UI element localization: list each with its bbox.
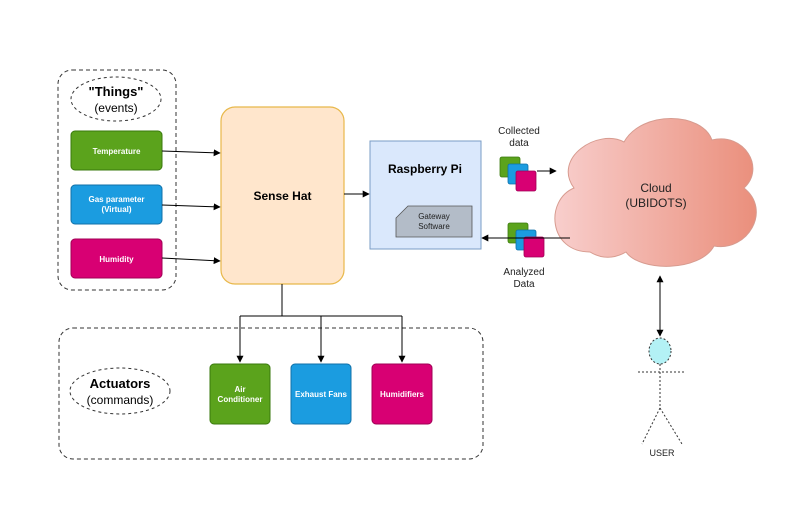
user-figure <box>638 337 684 445</box>
collected-label-line1: Collected <box>498 126 540 137</box>
actuator-ac-label-line1: Air <box>234 385 245 394</box>
actuator-fans-box <box>290 363 352 425</box>
sense-hat-label: Sense Hat <box>253 189 311 203</box>
thing-humidity[interactable]: Humidity <box>70 238 163 279</box>
analyzed-label-line2: Data <box>513 279 535 290</box>
gateway-label-line2: Software <box>418 222 450 231</box>
thing-temperature-box <box>70 130 163 171</box>
actuator-ac-label-line2: Conditioner <box>218 395 263 404</box>
arrow-gas-to-sensehat <box>161 203 221 211</box>
actuator-humidifiers-label: Humidifiers <box>380 390 425 399</box>
actuator-air-conditioner[interactable]: Air Conditioner <box>209 363 271 425</box>
actuator-fans-label: Exhaust Fans <box>295 390 348 399</box>
raspberry-pi-label: Raspberry Pi <box>388 162 462 176</box>
things-ellipse <box>70 76 162 122</box>
user-label: USER <box>649 448 675 458</box>
actuator-exhaust-fans[interactable]: Exhaust Fans <box>290 363 352 425</box>
actuator-ac-box <box>209 363 271 425</box>
analyzed-label-line1: Analyzed <box>503 267 544 278</box>
gateway-software-shape <box>395 205 473 238</box>
thing-temperature-label: Temperature <box>93 147 141 156</box>
analyzed-data-icon <box>507 222 545 258</box>
cloud-label-line1: Cloud <box>640 181 671 195</box>
thing-temperature[interactable]: Temperature <box>70 130 163 171</box>
arrow-humidity-to-sensehat <box>161 257 221 265</box>
actuator-humidifiers-box <box>371 363 433 425</box>
thing-gas-parameter[interactable]: Gas parameter (Virtual) <box>70 184 163 225</box>
collected-data-icon <box>499 156 537 192</box>
cloud-node[interactable]: Cloud (UBIDOTS) <box>554 118 757 267</box>
actuators-group <box>58 327 484 460</box>
actuator-humidifiers[interactable]: Humidifiers <box>371 363 433 425</box>
thing-gas-label-line2: (Virtual) <box>101 205 131 214</box>
raspberry-pi-node[interactable]: Raspberry Pi Gateway Software <box>369 140 482 250</box>
things-subtitle: (events) <box>94 101 137 115</box>
thing-humidity-label: Humidity <box>99 255 134 264</box>
actuators-subtitle: (commands) <box>87 393 154 407</box>
things-title: "Things" <box>89 84 144 99</box>
arrow-temperature-to-sensehat <box>161 149 221 157</box>
sense-hat-node[interactable]: Sense Hat <box>220 106 345 285</box>
cloud-shape <box>554 118 757 267</box>
cloud-label-line2: (UBIDOTS) <box>625 196 686 210</box>
thing-gas-box <box>70 184 163 225</box>
actuators-title: Actuators <box>90 376 151 391</box>
things-group <box>57 69 177 291</box>
actuators-ellipse <box>69 367 171 415</box>
collected-label-line2: data <box>509 138 529 149</box>
user-head <box>648 337 672 365</box>
gateway-label-line1: Gateway <box>418 212 450 221</box>
thing-gas-label-line1: Gas parameter <box>88 195 144 204</box>
